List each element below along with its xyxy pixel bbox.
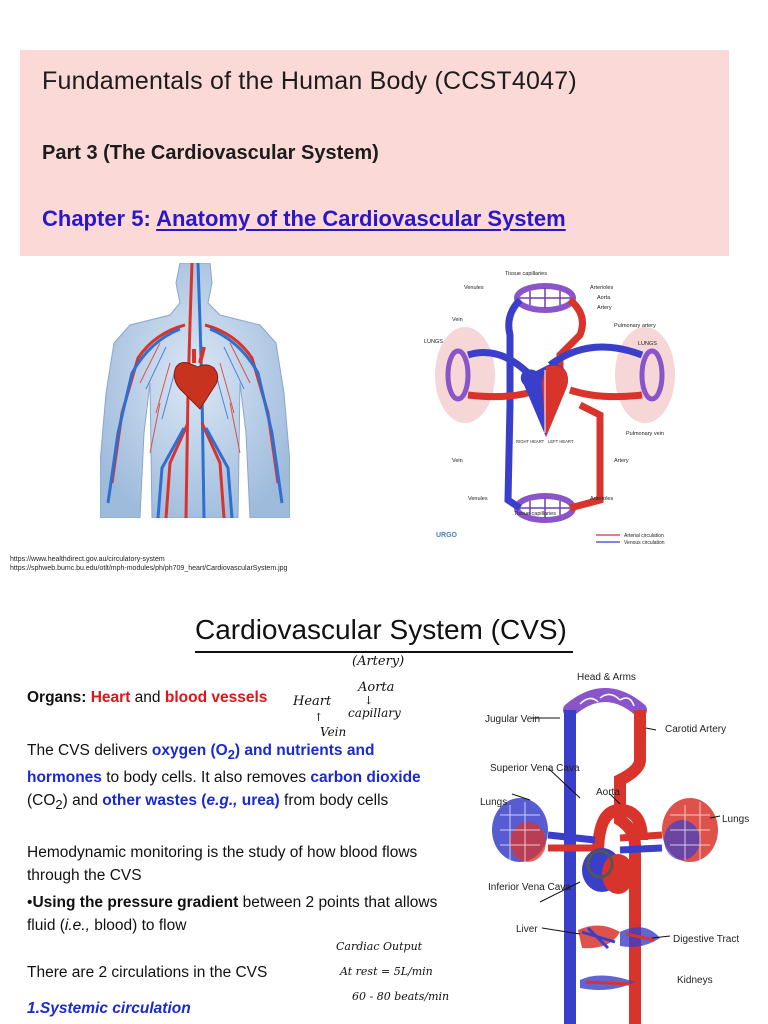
label-left-heart: LEFT HEART (548, 439, 574, 444)
label-arterioles-bottom: Arterioles (590, 496, 613, 502)
cvs-title: Cardiovascular System (CVS) (195, 614, 567, 645)
chapter-prefix: Chapter 5: (42, 206, 157, 231)
slide-1: Fundamentals of the Human Body (CCST4047… (10, 50, 729, 572)
chapter-title: Chapter 5: Anatomy of the Cardiovascular… (42, 206, 566, 232)
hand-heart: Heart (293, 694, 332, 709)
label-venules-bottom: Venules (468, 496, 488, 502)
hand-arrow-down: ↓ (364, 694, 374, 707)
organs-heart: Heart (90, 689, 131, 706)
label-inferior-vena-cava: Inferior Vena Cava (488, 882, 571, 893)
source-link-1[interactable]: https://www.healthdirect.gov.au/circulat… (10, 556, 165, 563)
p1-co2-formula: (CO2) and (27, 792, 103, 813)
label-tissue-capillaries-top: Tissue capillaries (505, 271, 547, 277)
title-banner: Fundamentals of the Human Body (CCST4047… (20, 50, 729, 256)
hand-vein: Vein (320, 725, 347, 739)
label-artery-bottom: Artery (614, 458, 629, 464)
human-circulatory-illustration (100, 263, 290, 518)
label-carotid-artery: Carotid Artery (665, 724, 726, 735)
label-aorta: Aorta (597, 295, 611, 301)
p1-co2-label: carbon dioxide (310, 769, 421, 787)
hemodynamic-paragraph: Hemodynamic monitoring is the study of h… (27, 844, 418, 884)
svc-line: Superior Vena Cava (490, 763, 580, 774)
slide-2: Cardiovascular System (CVS) Organs: Hear… (0, 590, 768, 1024)
label-vein-bottom: Vein (452, 458, 463, 464)
p1-text-a: The CVS delivers (27, 742, 152, 759)
label-lungs-left: Lungs (480, 797, 507, 808)
label-superior-vena-cava: Superior Vena Cava (490, 763, 580, 774)
label-venules-top: Venules (464, 285, 484, 291)
label-liver: Liver (516, 924, 538, 935)
cvs-circulation-diagram: Head & Arms Jugular Vein Carotid Artery … (480, 672, 749, 1024)
hand-cardiac-output: Cardiac Output (336, 940, 423, 953)
hand-arrow-up: ↑ (314, 711, 324, 724)
urgo-logo: URGO (436, 532, 458, 539)
label-pulmonary-artery: Pulmonary artery (614, 323, 656, 329)
organs-line: Organs: Heart and blood vessels (27, 686, 267, 709)
hand-artery: (Artery) (352, 654, 405, 669)
hand-beats: 60 - 80 beats/min (352, 990, 450, 1003)
label-tissue-capillaries-bottom: Tissue capillaries (514, 511, 556, 517)
hand-aorta: Aorta (358, 680, 395, 695)
p1-text-i: from body cells (279, 792, 389, 810)
legend-arterial: Arterial circulation (624, 533, 664, 539)
label-jugular-vein: Jugular Vein (485, 714, 540, 725)
chapter-link[interactable]: Anatomy of the Cardiovascular System (156, 206, 566, 231)
title-underline (195, 651, 573, 653)
source-link-2[interactable]: https://sphweb.bumc.bu.edu/otlt/mph-modu… (10, 565, 288, 572)
label-vein-top: Vein (452, 317, 463, 323)
cvs-function-paragraph: The CVS delivers oxygen (O2) and nutrien… (27, 739, 447, 816)
organs-and: and (130, 689, 165, 706)
systemic-circulation-heading: 1.Systemic circulation (27, 1000, 191, 1017)
pressure-gradient-bullet: •Using the pressure gradient between 2 p… (27, 894, 438, 934)
label-pulmonary-vein: Pulmonary vein (626, 431, 664, 437)
label-lungs-right: Lungs (722, 814, 749, 825)
label-arterioles-top: Arterioles (590, 285, 613, 291)
blood-circulation-diagram: Tissue capillaries Venules Arterioles Ao… (424, 271, 675, 546)
label-lungs-right: LUNGS (638, 341, 657, 347)
label-head-arms: Head & Arms (577, 672, 636, 683)
hand-capillary: capillary (348, 706, 401, 720)
course-title: Fundamentals of the Human Body (CCST4047… (42, 67, 577, 95)
p1-other-wastes: other wastes (e.g., urea) (102, 792, 280, 810)
p1-text-d: to body cells. It also removes (101, 769, 311, 787)
label-right-heart: RIGHT HEART (516, 439, 545, 444)
organs-label: Organs: (27, 689, 91, 706)
label-artery-top: Artery (597, 305, 612, 311)
part-title: Part 3 (The Cardiovascular System) (42, 142, 379, 164)
legend-venous: Venous circulation (624, 540, 665, 546)
p1-oxygen: oxygen (O2) and nutrients and hormones (27, 742, 375, 787)
hand-at-rest: At rest = 5L/min (340, 965, 433, 978)
two-circulations-text: There are 2 circulations in the CVS (27, 964, 268, 981)
organs-vessels: blood vessels (164, 689, 268, 706)
label-lungs-left: LUNGS (424, 339, 443, 345)
label-kidneys: Kidneys (677, 975, 713, 986)
label-aorta: Aorta (596, 787, 620, 798)
label-digestive-tract: Digestive Tract (673, 934, 739, 945)
